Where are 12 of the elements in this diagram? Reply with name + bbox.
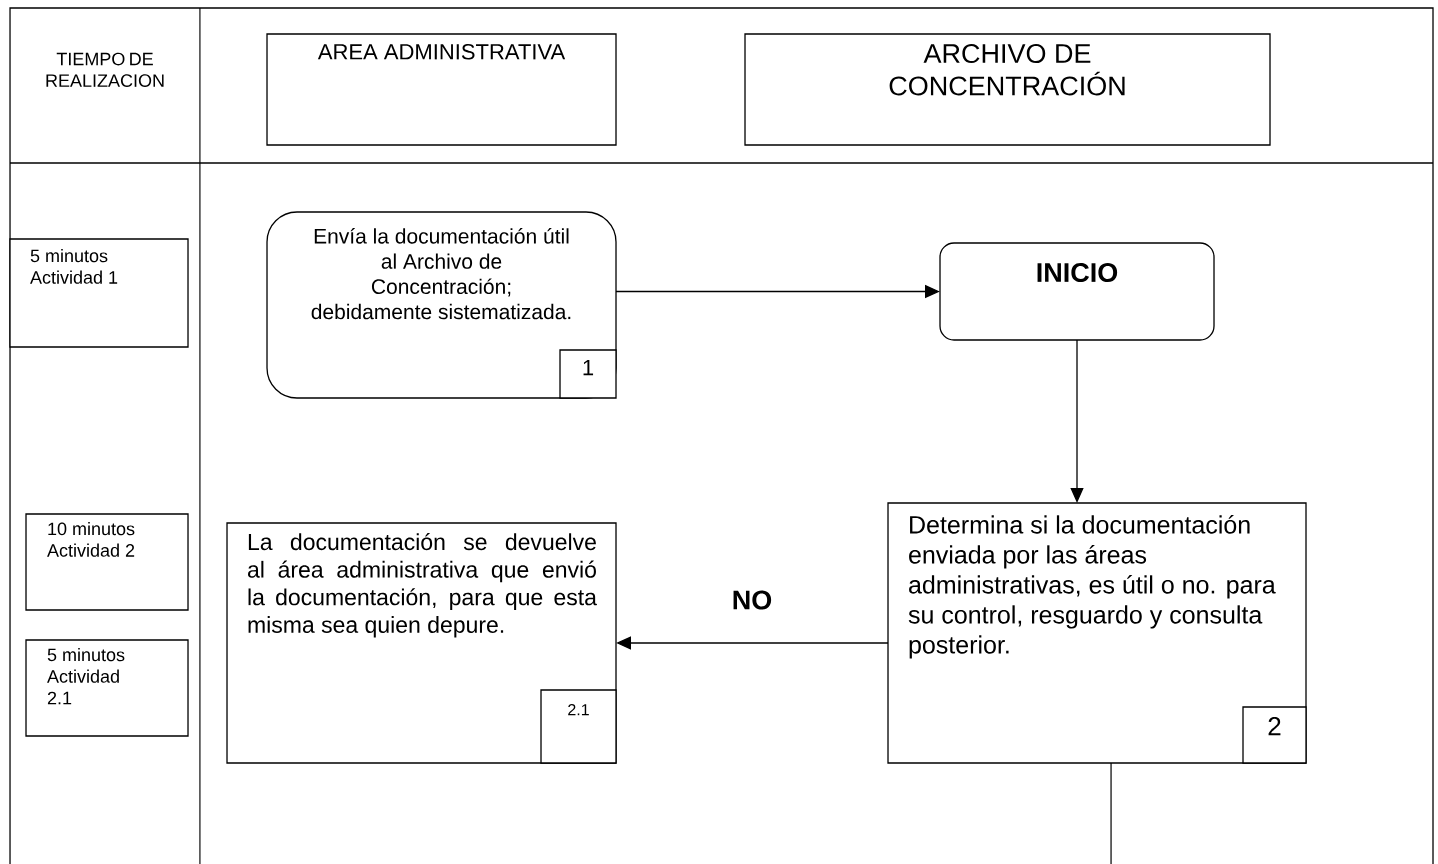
time-box: 5 minutos Actividad 2.1 <box>25 639 189 737</box>
step-number-box: 2 <box>1242 706 1307 764</box>
start-box: INICIO <box>939 242 1215 341</box>
lane-header-box: ARCHIVO DE CONCENTRACIÓN <box>744 33 1271 146</box>
lane-header-box: AREA ADMINISTRATIVA <box>266 33 617 146</box>
edge-label: NO <box>729 588 775 612</box>
connector-line <box>1110 762 1112 864</box>
column-header: TIEMPO DE REALIZACION <box>46 52 164 87</box>
step-number-box: 2.1 <box>540 689 617 764</box>
time-box: 5 minutos Actividad 1 <box>9 238 189 348</box>
step-number-box: 1 <box>559 349 617 399</box>
time-box: 10 minutos Actividad 2 <box>25 513 189 611</box>
